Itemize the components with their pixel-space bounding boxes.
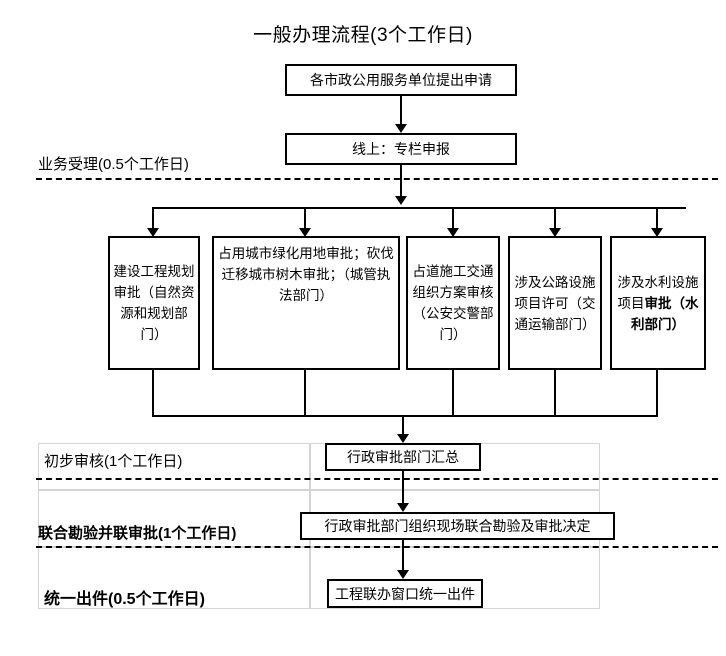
box-joint-review: 行政审批部门组织现场联合勘验及审批决定 <box>300 512 615 540</box>
fanout-stem-4 <box>554 207 556 229</box>
converge-bus <box>152 415 658 417</box>
box-branch-water-label-1: 涉及水利 <box>617 274 672 290</box>
fanout-arrow-1 <box>147 228 159 237</box>
box-branch-water: 涉及水利设施项目审批（水利部门） <box>610 236 706 370</box>
fanout-arrow-5 <box>651 228 663 237</box>
box-joint-review-label: 行政审批部门组织现场联合勘验及审批决定 <box>324 518 591 534</box>
connector-apply-to-online <box>400 96 402 125</box>
arrow-summary-to-joint <box>397 503 409 512</box>
stage-label-unified-output: 统一出件(0.5个工作日) <box>44 591 205 608</box>
stage-label-preliminary: 初步审核(1个工作日) <box>44 453 183 470</box>
fanout-bus <box>152 207 686 209</box>
box-branch-traffic-label: 占道施工交通组织方案审核（公安交警部门） <box>412 264 494 342</box>
box-branch-highway: 涉及公路设施项目许可（交通运输部门） <box>508 236 602 370</box>
converge-stem-4 <box>554 370 556 415</box>
fanout-arrow-4 <box>549 228 561 237</box>
converge-stem-2 <box>304 370 306 415</box>
fanout-stem-5 <box>656 207 658 229</box>
fanout-arrow-2 <box>299 228 311 237</box>
arrow-joint-to-output <box>397 570 409 579</box>
box-online-label: 线上：专栏申报 <box>352 141 450 157</box>
converge-stem-1 <box>152 370 154 415</box>
box-apply-label: 各市政公用服务单位提出申请 <box>310 72 492 88</box>
stage-separator-joint-review <box>36 546 718 548</box>
box-branch-planning: 建设工程规划审批（自然资源和规划部门） <box>108 236 200 370</box>
converge-stem-3 <box>452 370 454 415</box>
chart-title: 一般办理流程(3个工作日) <box>253 25 473 46</box>
box-branch-greenery-label: 占用城市绿化用地审批；砍伐迁移城市树木审批；（城管执法部门） <box>218 246 394 303</box>
box-branch-water-label-3: 审批（水利部门） <box>631 295 699 332</box>
fanout-arrow-3 <box>447 228 459 237</box>
box-branch-highway-label: 涉及公路设施项目许可（交通运输部门） <box>514 274 596 332</box>
arrow-bus-to-summary <box>397 434 409 443</box>
stage-separator-preliminary <box>36 478 718 480</box>
connector-joint-to-output <box>402 540 404 571</box>
stage-label-joint-review: 联合勘验并联审批(1个工作日) <box>38 525 237 542</box>
fanout-stem-1 <box>152 207 154 229</box>
box-branch-traffic: 占道施工交通组织方案审核（公安交警部门） <box>406 236 500 370</box>
connector-online-to-bus <box>400 165 402 197</box>
box-branch-greenery: 占用城市绿化用地审批；砍伐迁移城市树木审批；（城管执法部门） <box>212 236 400 370</box>
box-output-label: 工程联办窗口统一出件 <box>335 585 475 602</box>
box-summary-label: 行政审批部门汇总 <box>347 449 459 465</box>
fanout-stem-3 <box>452 207 454 229</box>
stage-separator-accept <box>36 178 718 180</box>
arrow-apply-to-online <box>395 124 407 133</box>
box-summary: 行政审批部门汇总 <box>325 443 481 471</box>
box-branch-water-text: 涉及水利设施项目审批（水利部门） <box>615 272 701 335</box>
connector-bus-to-summary <box>402 415 404 437</box>
box-online: 线上：专栏申报 <box>285 133 517 165</box>
box-output: 工程联办窗口统一出件 <box>327 579 483 608</box>
box-branch-planning-label: 建设工程规划审批（自然资源和规划部门） <box>113 264 195 342</box>
connector-summary-to-joint <box>402 471 404 504</box>
box-branch-water-label-2: 设施项目 <box>617 274 699 311</box>
box-apply: 各市政公用服务单位提出申请 <box>285 64 517 96</box>
fanout-stem-2 <box>304 207 306 229</box>
arrow-online-to-bus <box>395 196 407 205</box>
stage-label-accept: 业务受理(0.5个工作日) <box>38 156 189 173</box>
converge-stem-5 <box>656 370 658 415</box>
